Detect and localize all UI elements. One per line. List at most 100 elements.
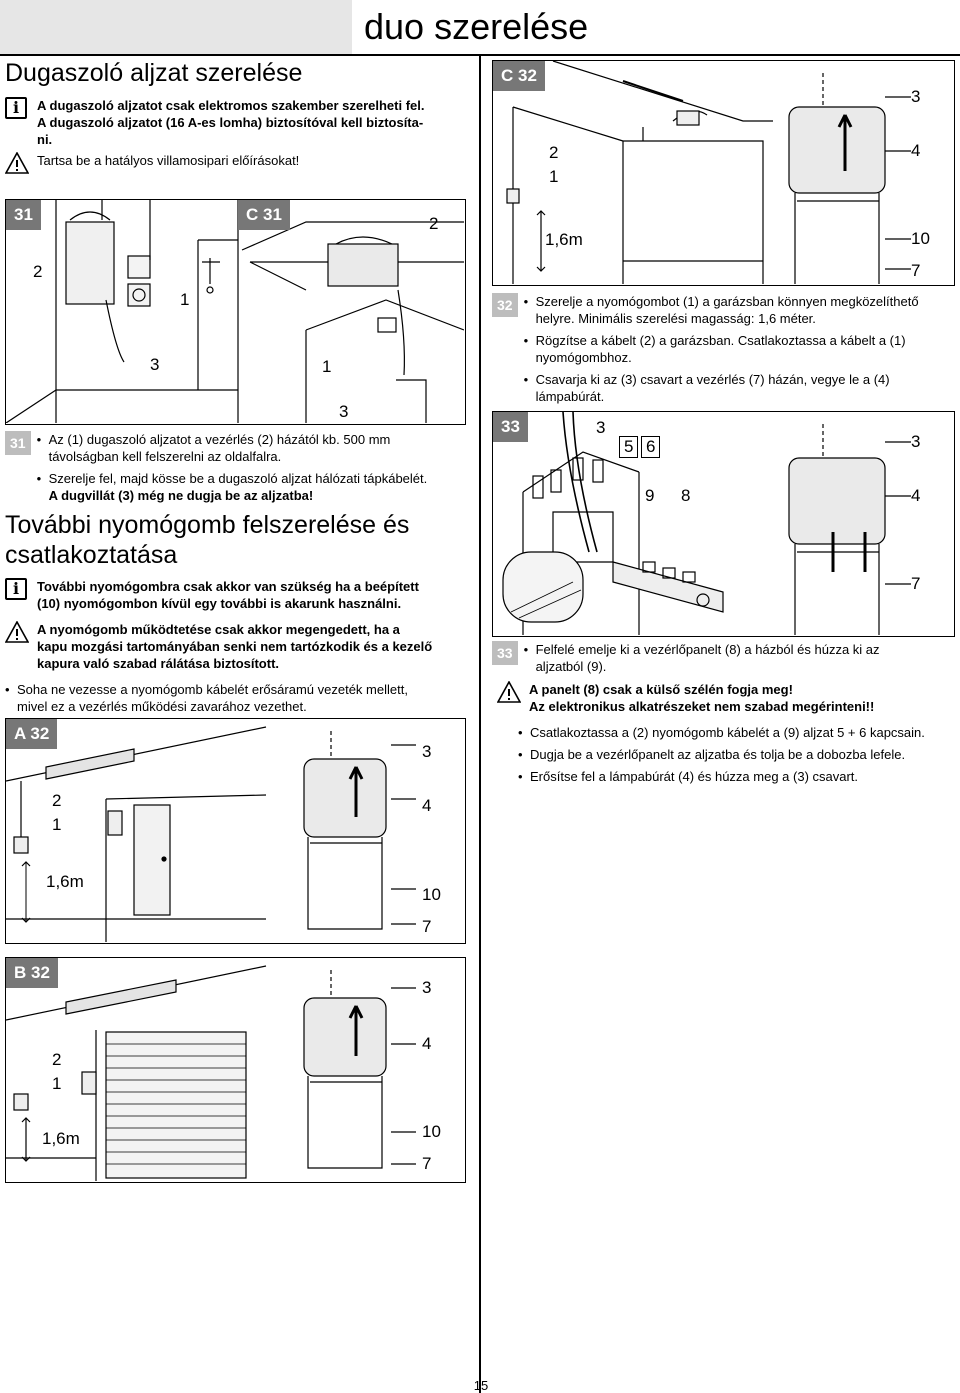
figure-label: B 32 — [6, 958, 58, 988]
callout-number: 3 — [911, 87, 921, 106]
warning-icon — [497, 681, 521, 703]
callout-number: 7 — [422, 917, 432, 936]
callout-number: 3 — [911, 432, 921, 451]
list-item: Erősítse fel a lámpabúrát (4) és húzza m… — [518, 768, 956, 785]
step-badge: 31 — [5, 431, 31, 455]
callout-number: 3 — [422, 742, 432, 761]
warning-note-regulations: Tartsa be a hatályos villamosipari előír… — [5, 152, 475, 174]
callout-number: 4 — [911, 141, 921, 160]
list-item-line: Szerelje fel, majd kösse be a dugaszoló … — [48, 471, 428, 486]
callout-number: 2 — [429, 214, 439, 233]
callout-number: 10 — [911, 229, 930, 248]
list-item: Csavarja ki az (3) csavart a vezérlés (7… — [524, 371, 919, 405]
figure-31-illustration — [6, 200, 464, 423]
callout-number: 2 — [52, 791, 62, 810]
step-badge: 32 — [492, 293, 518, 317]
section-title-line: csatlakoztatása — [5, 541, 178, 569]
callout-number: 4 — [911, 486, 921, 505]
callout-number: 8 — [681, 486, 691, 505]
page-header: duo szerelése — [0, 0, 960, 56]
figure-B32: B 32 2 1 1,6m 3 4 10 7 — [5, 957, 466, 1183]
list-item-line: helyre. Minimális szerelési magasság: 1,… — [535, 311, 816, 326]
list-item: Felfelé emelje ki a vezérlőpanelt (8) a … — [524, 641, 880, 675]
figure-B32-illustration — [6, 965, 416, 1181]
callout-number: 1 — [52, 1074, 62, 1093]
callout-number: 3 — [596, 418, 606, 437]
terminal-6-label: 6 — [641, 436, 661, 458]
terminal-5-label: 5 — [619, 436, 639, 458]
callout-number: 3 — [339, 402, 349, 421]
list-item: Soha ne vezesse a nyomógomb kábelét erős… — [5, 681, 475, 715]
list-item-line: nyomógombhoz. — [535, 350, 632, 365]
info-line: A dugaszoló aljzatot csak elektromos sza… — [37, 98, 425, 113]
figure-A32: A 32 2 1 1,6m 3 4 10 7 — [5, 718, 466, 944]
step-31: 31 Az (1) dugaszoló aljzatot a vezérlés … — [5, 431, 475, 509]
callout-number: 7 — [911, 261, 921, 280]
cable-warning-list: Soha ne vezesse a nyomógomb kábelét erős… — [5, 681, 475, 720]
warning-note-operation: A nyomógomb működtetése csak akkor megen… — [5, 621, 475, 672]
list-item: Az (1) dugaszoló aljzatot a vezérlés (2)… — [37, 431, 428, 465]
list-item-line: Az (1) dugaszoló aljzatot a vezérlés (2)… — [48, 432, 391, 447]
figure-C32-illustration — [506, 61, 911, 284]
figure-label: 33 — [493, 412, 528, 442]
info-note-pushbutton: i További nyomógombra csak akkor van szü… — [5, 578, 475, 612]
callout-number: 2 — [52, 1050, 62, 1069]
figure-label: C 32 — [493, 61, 545, 91]
callout-number: 1 — [549, 167, 559, 186]
column-divider — [479, 54, 481, 1393]
info-note-text: További nyomógombra csak akkor van szüks… — [37, 578, 419, 612]
info-line: További nyomógombra csak akkor van szüks… — [37, 579, 419, 594]
callout-number: 10 — [422, 1122, 441, 1141]
height-label: 1,6m — [46, 872, 84, 891]
warning-line: kapura való szabad rálátása biztosított. — [37, 656, 280, 671]
list-item-line: Rögzítse a kábelt (2) a garázsban. Csatl… — [535, 333, 906, 348]
height-label: 1,6m — [42, 1129, 80, 1148]
step-33-more-list: Csatlakoztassa a (2) nyomógomb kábelét a… — [518, 724, 956, 790]
info-icon: i — [5, 578, 27, 600]
list-item-line: Soha ne vezesse a nyomógomb kábelét erős… — [17, 682, 408, 697]
list-item: Dugja be a vezérlőpanelt az aljzatba és … — [518, 746, 956, 763]
list-item: Rögzítse a kábelt (2) a garázsban. Csatl… — [524, 332, 919, 366]
callout-number: 1 — [180, 290, 190, 309]
figure-C32: C 32 2 1 1,6m 3 4 10 7 — [492, 60, 955, 286]
figure-label: A 32 — [6, 719, 58, 749]
callout-number: 1 — [52, 815, 62, 834]
list-item-line: aljzatból (9). — [535, 659, 607, 674]
page-title: duo szerelése — [364, 6, 589, 47]
info-line: (10) nyomógombon kívül egy további is ak… — [37, 596, 402, 611]
warning-line: Az elektronikus alkatrészeket nem szabad… — [529, 699, 875, 714]
list-item-line: Csavarja ki az (3) csavart a vezérlés (7… — [535, 372, 890, 387]
callout-number: 2 — [549, 143, 559, 162]
figure-label: C 31 — [238, 200, 290, 230]
callout-number: 3 — [150, 355, 160, 374]
step-33: 33 Felfelé emelje ki a vezérlőpanelt (8)… — [492, 641, 956, 680]
warning-line: A panelt (8) csak a külső szélén fogja m… — [529, 682, 793, 697]
figure-33: 33 3 5 6 9 8 3 4 7 — [492, 411, 955, 637]
info-line: A dugaszoló aljzatot (16 A-es lomha) biz… — [37, 115, 424, 130]
list-item-line: mivel ez a vezérlés működési zavarához v… — [17, 699, 307, 714]
warning-text: A panelt (8) csak a külső szélén fogja m… — [529, 681, 874, 715]
info-icon: i — [5, 97, 27, 119]
callout-number: 1 — [322, 357, 332, 376]
list-item: Csatlakoztassa a (2) nyomógomb kábelét a… — [518, 724, 956, 741]
list-item: Szerelje fel, majd kösse be a dugaszoló … — [37, 470, 428, 504]
callout-number: 2 — [33, 262, 43, 281]
section-title-socket: Dugaszoló aljzat szerelése — [5, 59, 303, 87]
warning-line: kapu mozgási tartományában senki nem tar… — [37, 639, 433, 654]
page-number: 15 — [473, 1378, 489, 1393]
callout-number: 7 — [911, 574, 921, 593]
figure-33-illustration — [502, 412, 911, 635]
list-item-line: A dugvillát (3) még ne dugja be az aljza… — [48, 488, 314, 503]
section-title-pushbutton: További nyomógomb felszerelése és csatla… — [5, 510, 409, 570]
callout-number: 9 — [645, 486, 655, 505]
step-badge: 33 — [492, 641, 518, 665]
height-label: 1,6m — [545, 230, 583, 249]
info-note-socket: i A dugaszoló aljzatot csak elektromos s… — [5, 97, 475, 148]
step-32: 32 Szerelje a nyomógombot (1) a garázsba… — [492, 293, 956, 410]
list-item: Szerelje a nyomógombot (1) a garázsban k… — [524, 293, 919, 327]
callout-number: 10 — [422, 885, 441, 904]
info-note-text: A dugaszoló aljzatot csak elektromos sza… — [37, 97, 425, 148]
list-item-line: távolságban kell felszerelni az oldalfal… — [48, 449, 282, 464]
figure-label: 31 — [6, 200, 41, 230]
list-item-line: Szerelje a nyomógombot (1) a garázsban k… — [535, 294, 919, 309]
